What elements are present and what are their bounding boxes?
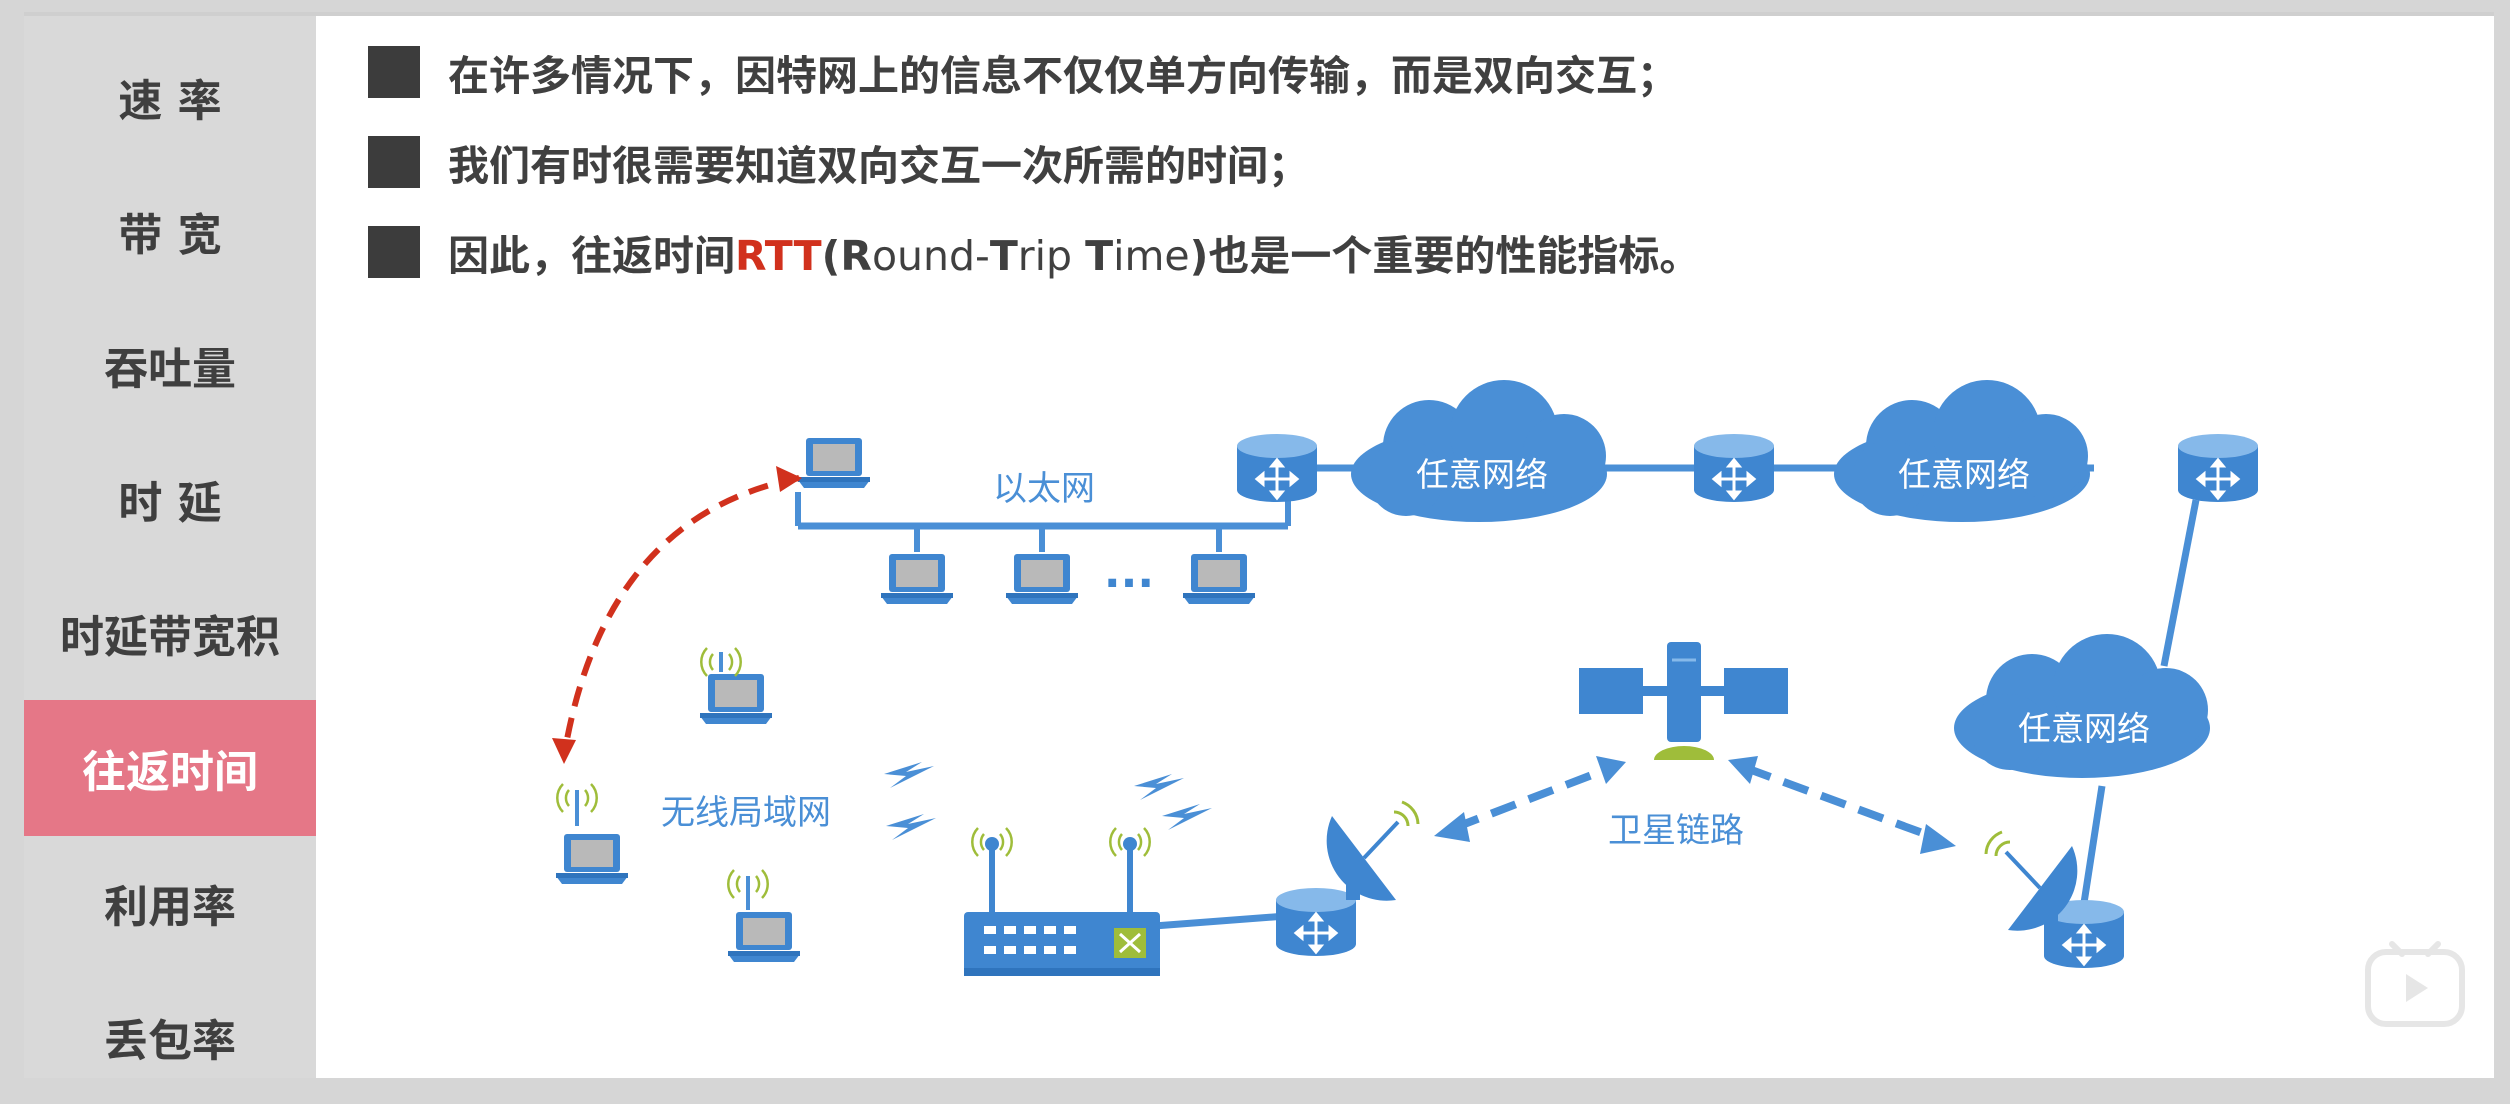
sidebar-item-bandwidth[interactable]: 带 宽 — [24, 164, 316, 298]
arrow-head-icon — [776, 466, 802, 492]
sidebar-item-rate[interactable]: 速 率 — [24, 30, 316, 164]
bullet-text: 因此，往返时间RTT(Round-Trip Time)也是一个重要的性能指标。 — [448, 232, 1701, 280]
sidebar-item-packet-loss[interactable]: 丢包率 — [24, 970, 316, 1104]
sidebar-item-label: 往返时间 — [82, 747, 258, 798]
satellite-dish-icon — [1326, 800, 1420, 901]
cloud-label: 任意网络 — [1416, 455, 1548, 494]
bullet-point: 在许多情况下，因特网上的信息不仅仅单方向传输，而是双向交互； — [368, 42, 1678, 102]
sidebar-item-rtt[interactable]: 往返时间 — [24, 700, 316, 836]
bullet-text: 我们有时很需要知道双向交互一次所需的时间； — [448, 142, 1309, 190]
laptop-icon — [728, 912, 800, 962]
bullet-square-icon — [368, 136, 420, 188]
sidebar-nav: 速 率 带 宽 吞吐量 时 延 时延带宽积 往返时间 利用率 丢包率 — [24, 16, 316, 1078]
laptop-icon — [881, 554, 953, 604]
bullet-square-icon — [368, 226, 420, 278]
satellite-link-arrow — [1434, 756, 1626, 842]
rtt-highlight: RTT — [735, 232, 822, 280]
cloud-label: 任意网络 — [2018, 709, 2150, 748]
router-icon — [1235, 432, 1319, 504]
sidebar-item-label: 利用率 — [104, 882, 236, 933]
lightning-icon — [884, 762, 934, 788]
ellipsis-dots: ··· — [1104, 558, 1154, 609]
sidebar-item-label: 丢包率 — [104, 1016, 236, 1067]
lightning-icon — [886, 814, 936, 840]
bullet-text: 在许多情况下，因特网上的信息不仅仅单方向传输，而是双向交互； — [448, 52, 1678, 100]
sidebar-item-utilization[interactable]: 利用率 — [24, 836, 316, 970]
laptop-icon — [700, 674, 772, 724]
bullet-point: 我们有时很需要知道双向交互一次所需的时间； — [368, 132, 1309, 192]
lightning-icon — [1134, 774, 1184, 800]
satellite-link-label: 卫星链路 — [1608, 811, 1744, 851]
laptop-icon — [556, 834, 628, 884]
wlan-label: 无线局域网 — [661, 793, 831, 833]
bullet-point: 因此，往返时间RTT(Round-Trip Time)也是一个重要的性能指标。 — [368, 222, 1700, 282]
cloud-icon — [1834, 380, 2090, 522]
play-icon[interactable] — [2362, 930, 2468, 1030]
sidebar-item-delay[interactable]: 时 延 — [24, 432, 316, 566]
rtt-dashed-arrow — [561, 475, 800, 757]
sidebar-item-throughput[interactable]: 吞吐量 — [24, 298, 316, 432]
lightning-icon — [1162, 804, 1212, 830]
router-icon — [1692, 432, 1776, 504]
cloud-label: 任意网络 — [1898, 455, 2030, 494]
laptop-icon — [1006, 554, 1078, 604]
sidebar-item-label: 时 延 — [118, 478, 222, 529]
satellite-link-arrow — [1728, 756, 1956, 854]
sidebar-item-label: 速 率 — [118, 76, 222, 127]
laptop-icon — [1183, 554, 1255, 604]
sidebar-item-delay-bandwidth-product[interactable]: 时延带宽积 — [24, 566, 316, 700]
cloud-icon — [1351, 380, 1607, 522]
satellite-dish-icon — [1984, 830, 2078, 931]
sidebar-item-label: 吞吐量 — [104, 344, 236, 395]
access-point-icon — [964, 837, 1160, 976]
ethernet-label: 以太网 — [993, 469, 1095, 509]
arrow-head-icon — [552, 738, 576, 764]
sidebar-item-label: 带 宽 — [118, 210, 222, 261]
router-icon — [1274, 886, 1358, 958]
router-icon — [2176, 432, 2260, 504]
laptop-icon — [798, 438, 870, 488]
satellite-icon — [1579, 642, 1788, 760]
network-diagram: ··· 以太网 任意网络 任意网络 任意 — [552, 380, 2260, 976]
bullet-square-icon — [368, 46, 420, 98]
cloud-icon — [1954, 634, 2210, 778]
sidebar-item-label: 时延带宽积 — [60, 612, 280, 663]
slide: 速 率 带 宽 吞吐量 时 延 时延带宽积 往返时间 利用率 丢包率 在许多情况… — [24, 12, 2494, 1078]
